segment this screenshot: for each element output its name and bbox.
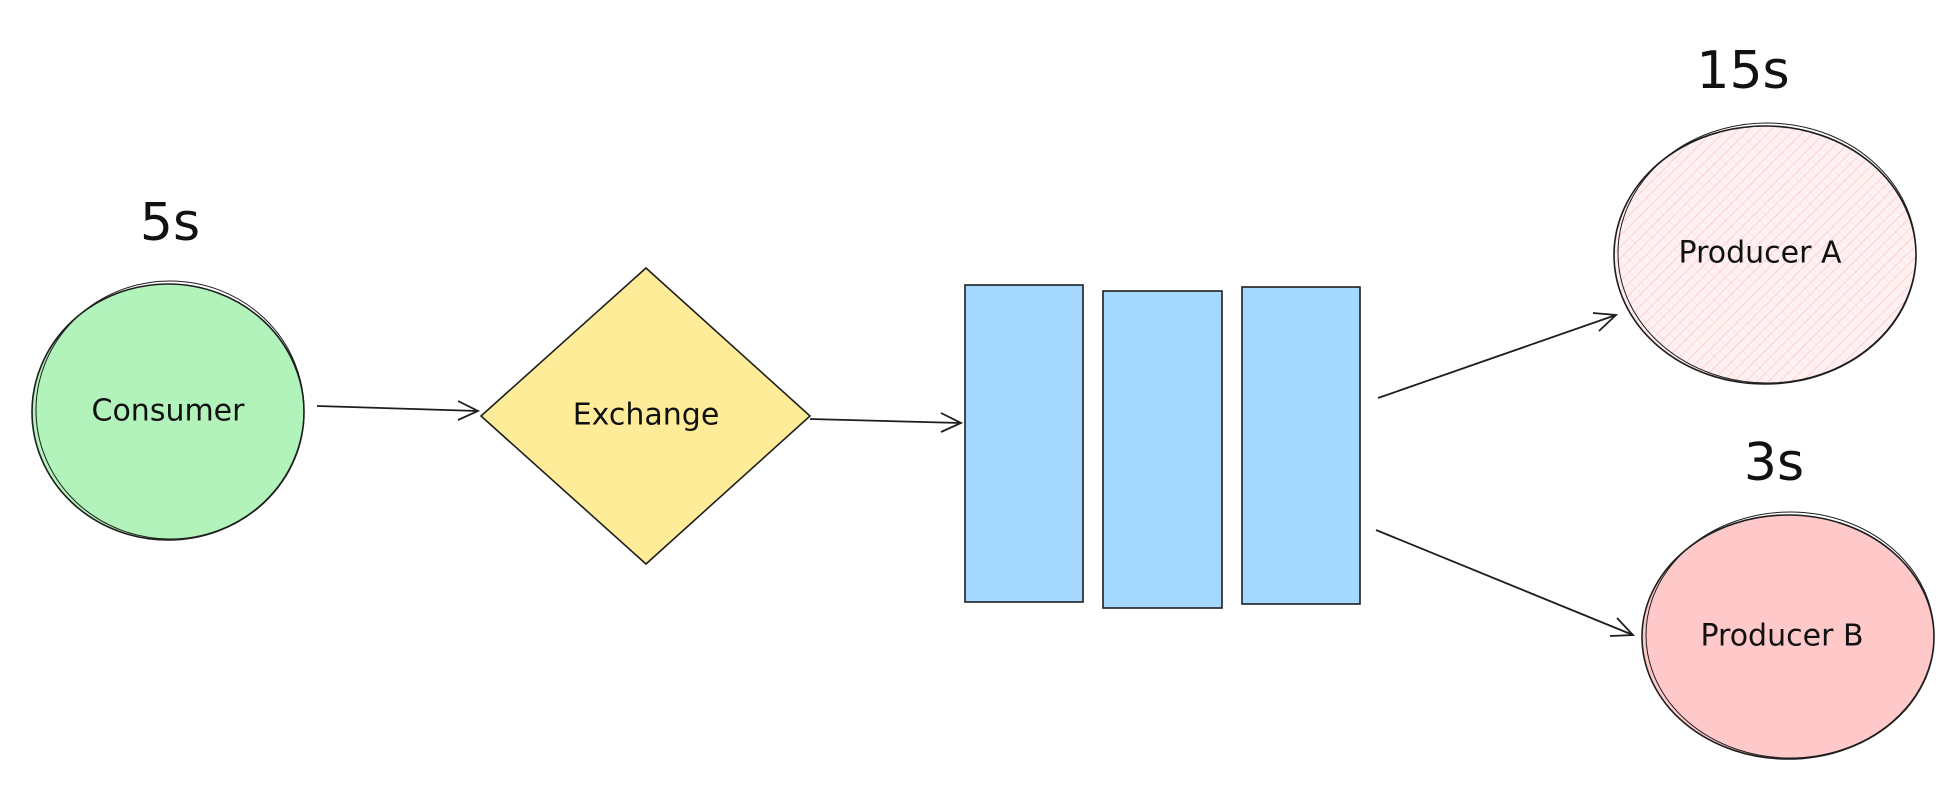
producer-a-node[interactable]: 15s Producer A [1613, 41, 1917, 385]
arrow-queue-to-producer-a [1377, 312, 1619, 399]
queue[interactable] [964, 284, 1361, 609]
queue-slot [1241, 286, 1361, 605]
producer-b-label: Producer B [1700, 619, 1863, 654]
arrow-queue-to-producer-b [1375, 529, 1636, 637]
exchange-diamond [479, 266, 812, 566]
arrow-exchange-to-queue [809, 412, 964, 433]
exchange-label: Exchange [573, 398, 720, 433]
producer-a-hatch-cross [1614, 126, 1916, 384]
producer-b-outline-sketch [1645, 511, 1935, 759]
consumer-circle-sketch [35, 280, 305, 540]
consumer-time-label: 5s [140, 193, 200, 253]
consumer-label: Consumer [92, 394, 246, 429]
exchange-node[interactable]: Exchange [479, 266, 812, 566]
queue-slot [964, 284, 1084, 603]
producer-a-time-label: 15s [1696, 41, 1789, 101]
producer-b-node[interactable]: 3s Producer B [1641, 433, 1935, 760]
producer-a-outline-sketch [1617, 122, 1917, 384]
producer-a-label: Producer A [1679, 236, 1842, 271]
queue-slot [1102, 290, 1223, 609]
producer-b-time-label: 3s [1744, 433, 1804, 493]
consumer-node[interactable]: 5s Consumer [31, 193, 305, 541]
arrow-consumer-to-exchange [316, 400, 481, 421]
